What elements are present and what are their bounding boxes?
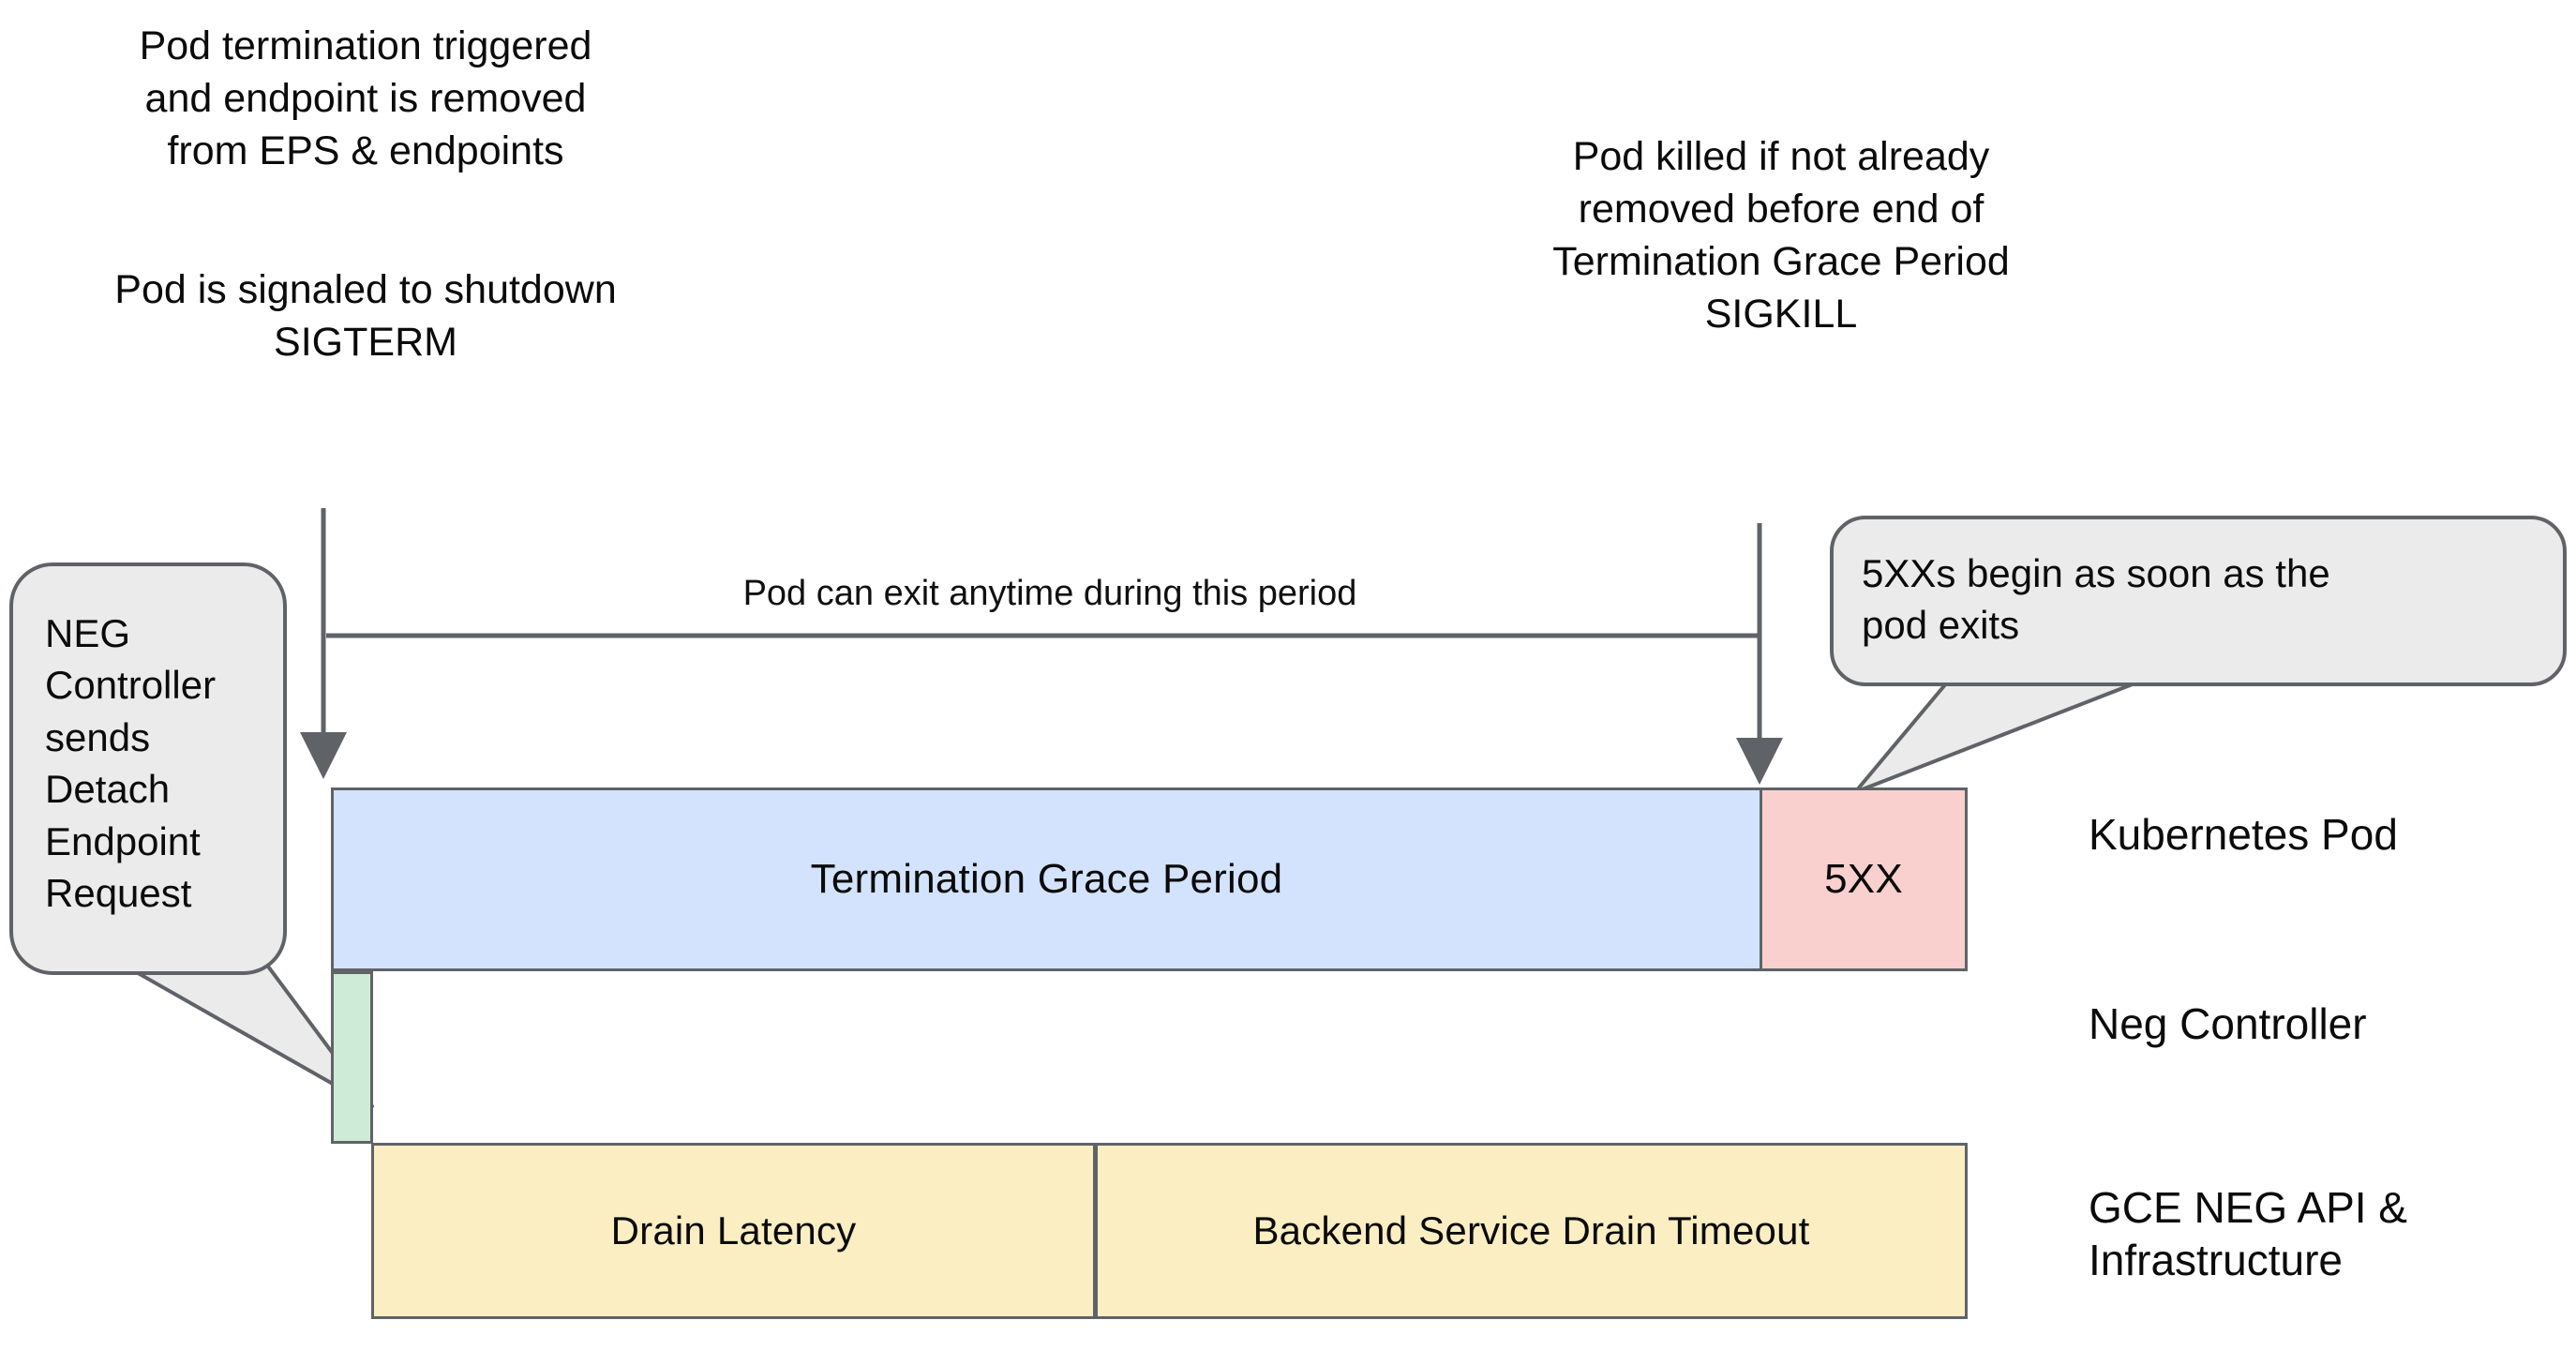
note-pod-sigterm: Pod is signaled to shutdown SIGTERM <box>114 267 617 365</box>
lane-label-neg-controller: Neg Controller <box>2089 999 2367 1048</box>
bar-backend-service-drain-timeout: Backend Service Drain Timeout <box>1095 1143 1968 1319</box>
bar-drain-latency: Drain Latency <box>371 1143 1096 1319</box>
period-span-label: Pod can exit anytime during this period <box>742 574 1357 613</box>
five-xx-callout-tail <box>1853 675 2149 794</box>
bar-neg-detach <box>331 971 373 1144</box>
five-xx-callout-label: 5XXs begin as soon as the pod exits <box>1862 551 2330 648</box>
bar-termination-grace-period: Termination Grace Period <box>331 788 1762 971</box>
lane-label-kubernetes-pod: Kubernetes Pod <box>2089 810 2398 859</box>
note-pod-termination-triggered: Pod termination triggered and endpoint i… <box>139 23 592 173</box>
note-pod-sigkill: Pod killed if not already removed before… <box>1552 134 2010 337</box>
bar-5xx: 5XX <box>1760 788 1968 971</box>
lane-label-gce-neg-api: GCE NEG API & Infrastructure <box>2089 1183 2407 1285</box>
neg-controller-callout-label: NEG Controller sends Detach Endpoint Req… <box>45 611 217 916</box>
